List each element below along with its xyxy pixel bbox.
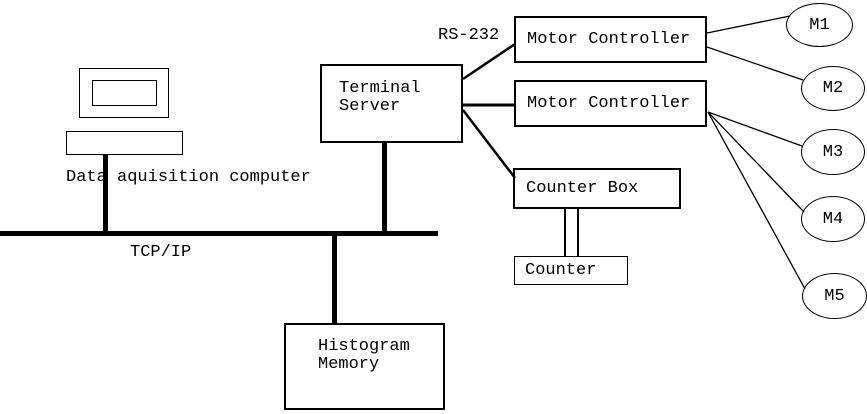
mc1-m2-link-line	[706, 46, 804, 81]
counterbox-counter-link-line-2	[577, 209, 579, 256]
terminal-server-label: Terminal Server	[339, 79, 421, 116]
counter-box: Counter	[514, 256, 628, 285]
motor-m2-node: M2	[801, 66, 865, 111]
motor-controller-2-label: Motor Controller	[527, 93, 691, 113]
terminal-server-box: Terminal Server	[320, 64, 463, 143]
mc2-m4-link-line	[707, 111, 805, 213]
counter-label: Counter	[525, 260, 597, 280]
motor-m4-node: M4	[801, 196, 865, 242]
computer-bus-connector-line	[103, 155, 108, 236]
motor-controller-2-box: Motor Controller	[514, 80, 707, 127]
terminal-server-counterbox-link-line	[462, 109, 516, 179]
histogram-memory-box: Histogram Memory	[284, 323, 445, 410]
motor-m3-label: M3	[822, 142, 844, 162]
motor-m5-label: M5	[824, 286, 845, 306]
tcpip-bus-line	[0, 231, 438, 236]
computer-keyboard-icon	[66, 131, 183, 155]
mc1-m1-link-line	[706, 15, 791, 34]
motor-m1-node: M1	[786, 3, 853, 47]
motor-m5-node: M5	[802, 273, 867, 319]
terminal-server-bus-connector-line	[382, 142, 387, 236]
data-acquisition-computer-label: Data aquisition computer	[66, 168, 311, 187]
motor-m4-label: M4	[822, 209, 844, 229]
computer-screen-icon	[92, 80, 157, 106]
terminal-server-mc1-rs232-link-line	[462, 42, 516, 81]
motor-m1-label: M1	[809, 15, 830, 35]
mc2-m5-link-line	[707, 111, 806, 290]
rs232-label: RS-232	[438, 26, 500, 45]
motor-controller-1-box: Motor Controller	[514, 16, 707, 63]
motor-controller-1-label: Motor Controller	[527, 29, 691, 49]
counter-box-box: Counter Box	[513, 168, 681, 209]
histogram-memory-label: Histogram Memory	[318, 337, 410, 374]
counterbox-counter-link-line-1	[564, 209, 566, 256]
mc2-m3-link-line	[707, 111, 803, 147]
motor-m3-node: M3	[801, 129, 865, 175]
tcpip-label: TCP/IP	[130, 243, 192, 262]
counter-box-label: Counter Box	[526, 178, 639, 198]
motor-m2-label: M2	[822, 79, 844, 98]
histogram-memory-bus-connector-line	[332, 233, 337, 323]
